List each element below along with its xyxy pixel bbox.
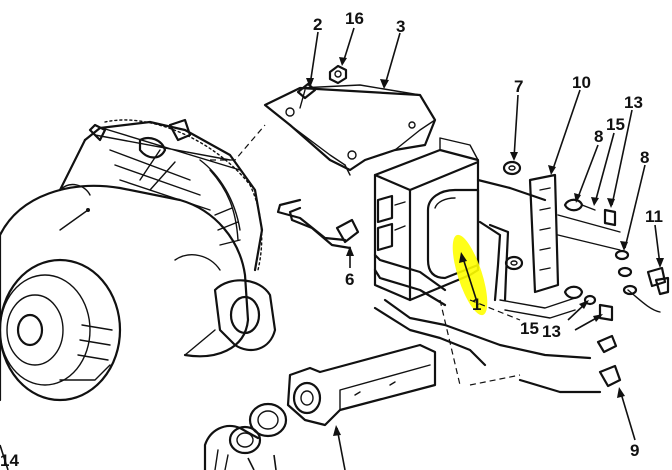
callout-7: 7: [514, 77, 523, 96]
callout-15-lower: 15: [520, 319, 539, 338]
gasket-part: [248, 402, 288, 438]
callout-1: 1: [472, 295, 481, 314]
washer-part: [502, 160, 524, 271]
callout-14: 14: [0, 451, 19, 470]
callout-13-upper: 13: [624, 93, 643, 112]
transformer-wires: [373, 178, 602, 394]
callout-13-lower: 13: [542, 322, 561, 341]
callout-3: 3: [396, 17, 405, 36]
lower-bracket: [286, 343, 437, 427]
callout-6: 6: [345, 270, 354, 289]
callout-9: 9: [630, 441, 639, 460]
screw-part: [296, 82, 317, 109]
ring-terminals: [557, 198, 670, 388]
callout-11: 11: [645, 207, 663, 226]
elbow-fitting: [203, 424, 262, 470]
callout-2: 2: [313, 15, 322, 34]
callout-labels: 1 2 3 6 7 8 8 9 10 11 13 13 14 15 15 16: [0, 9, 663, 470]
callout-8-right: 8: [640, 148, 649, 167]
terminal-strip: [528, 173, 560, 294]
callout-16: 16: [345, 9, 364, 28]
leader-lines: [0, 27, 664, 470]
callout-8-upper: 8: [594, 127, 603, 146]
wire-loop: [276, 198, 360, 250]
engine-housing: [0, 118, 277, 402]
callout-10: 10: [572, 73, 591, 92]
callout-15-upper: 15: [606, 115, 625, 134]
top-bracket: [263, 84, 437, 176]
nut-part: [328, 64, 348, 85]
